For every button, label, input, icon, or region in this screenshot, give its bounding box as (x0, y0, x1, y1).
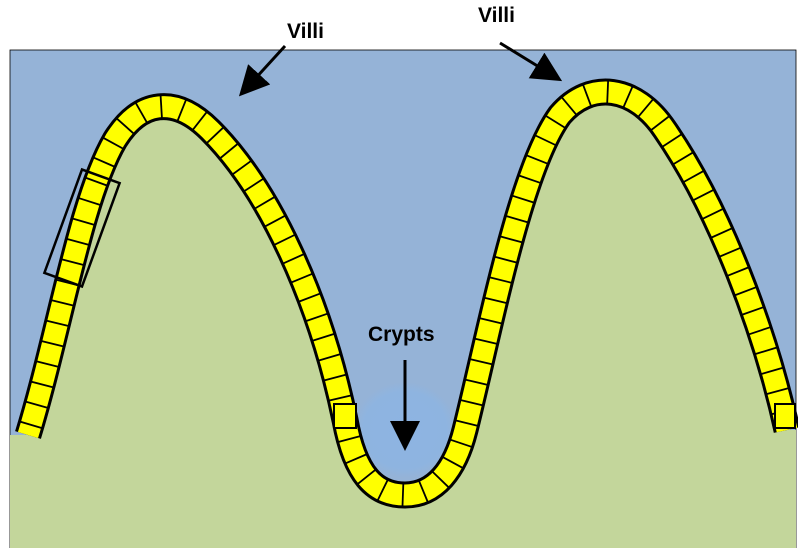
epithelial-cell-square-right (775, 404, 795, 428)
cell-divider (403, 484, 404, 506)
villi-label-left: Villi (287, 20, 324, 43)
crypts-label: Crypts (368, 323, 435, 346)
villi-label-right: Villi (478, 4, 515, 27)
cell-divider (607, 81, 608, 103)
epithelial-cell-square-left (334, 404, 356, 428)
